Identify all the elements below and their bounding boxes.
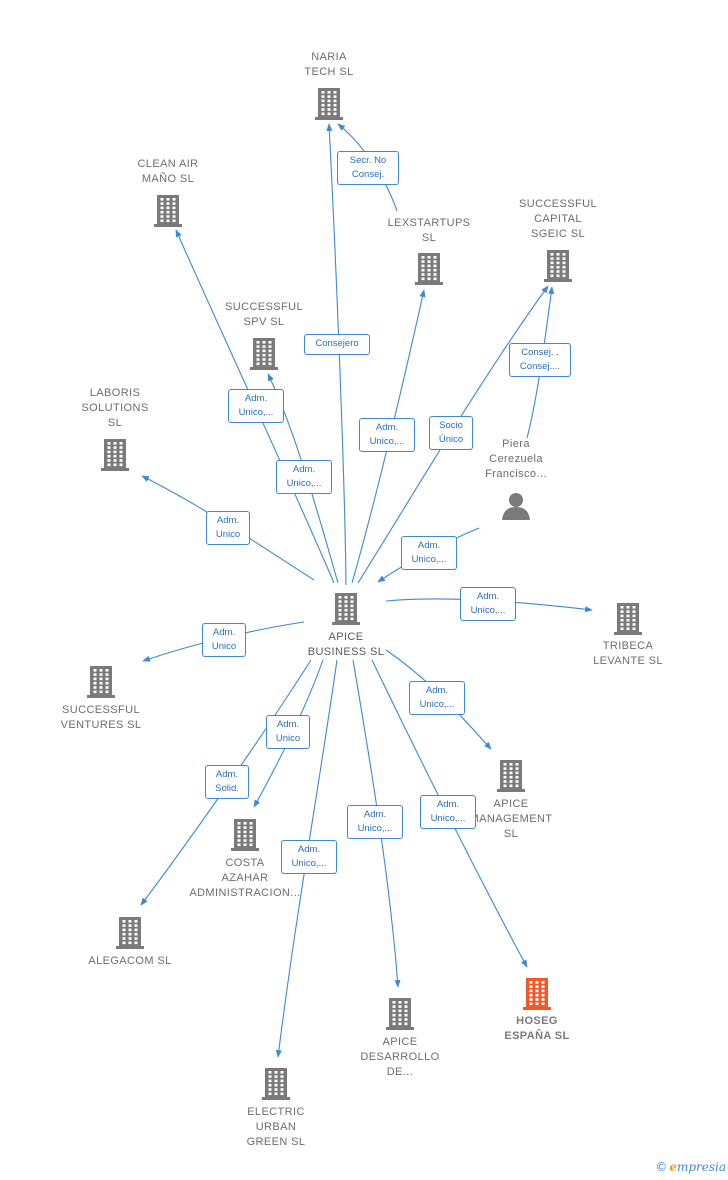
edge-label[interactable]: Consejero — [304, 334, 370, 355]
edge-label[interactable]: Adm. Unico,... — [401, 536, 457, 570]
node-label: HOSEG ESPAÑA SL — [504, 1015, 570, 1042]
building-icon — [249, 336, 279, 375]
node-label: SUCCESSFUL SPV SL — [225, 301, 303, 328]
node-label: Piera Cerezuela Francisco... — [485, 438, 547, 480]
node-label: SUCCESSFUL VENTURES SL — [60, 704, 142, 731]
edge-label[interactable]: Adm. Unico,... — [420, 795, 476, 829]
node-label: LABORIS SOLUTIONS SL — [81, 387, 149, 429]
node-label: NARIA TECH SL — [304, 51, 354, 78]
copyright-icon: © — [655, 1160, 668, 1174]
building-icon — [115, 915, 145, 954]
node-label: LEXSTARTUPS SL — [387, 217, 471, 244]
edge-label[interactable]: Secr. No Consej. — [337, 151, 399, 185]
building-icon — [613, 601, 643, 640]
building-icon — [261, 1066, 291, 1105]
node-label: APICE BUSINESS SL — [307, 631, 385, 658]
person-icon — [501, 491, 531, 526]
building-icon — [153, 193, 183, 232]
edge-label[interactable]: Adm. Unico,... — [409, 681, 465, 715]
edge-label[interactable]: Adm. Unico,... — [460, 587, 516, 621]
node-label: ALEGACOM SL — [88, 955, 172, 967]
edge-label[interactable]: Adm. Unico,... — [276, 460, 332, 494]
edge-label[interactable]: Consej. . Consej.... — [509, 343, 571, 377]
node-label: SUCCESSFUL CAPITAL SGEIC SL — [519, 198, 597, 240]
edge-label[interactable]: Adm. Unico — [206, 511, 250, 545]
edge-label[interactable]: Adm. Unico — [202, 623, 246, 657]
edges-layer — [140, 123, 593, 1058]
node-label: ELECTRIC URBAN GREEN SL — [246, 1106, 306, 1148]
node-label: CLEAN AIR MAÑO SL — [137, 158, 199, 185]
building-icon — [543, 248, 573, 287]
building-icon — [385, 996, 415, 1035]
node-label: APICE DESARROLLO DE... — [360, 1036, 440, 1078]
node-label: TRIBECA LEVANTE SL — [593, 640, 663, 667]
watermark[interactable]: ©empresia — [655, 1160, 726, 1174]
building-icon — [314, 86, 344, 125]
building-icon — [100, 437, 130, 476]
building-icon — [230, 817, 260, 856]
brand-name: mpresia — [676, 1160, 726, 1174]
edge-label[interactable]: Socio Único — [429, 416, 473, 450]
edge-apice-naria — [326, 123, 347, 586]
building-icon — [414, 251, 444, 290]
building-icon — [331, 591, 361, 630]
edge-label[interactable]: Adm. Unico,... — [228, 389, 284, 423]
brand-initial: e — [669, 1160, 677, 1174]
edge-label[interactable]: Adm. Unico — [266, 715, 310, 749]
edge-label[interactable]: Adm. Unico,... — [359, 418, 415, 452]
building-icon — [522, 976, 552, 1015]
edge-label[interactable]: Adm. Unico,... — [281, 840, 337, 874]
edge-label[interactable]: Adm. Solid. — [205, 765, 249, 799]
node-label: COSTA AZAHAR ADMINISTRACION... — [189, 857, 301, 899]
edge-label[interactable]: Adm. Unico,... — [347, 805, 403, 839]
edge-apice-lexst — [351, 289, 426, 584]
building-icon — [496, 758, 526, 797]
node-label: APICE MANAGEMENT SL — [469, 798, 553, 840]
building-icon — [86, 664, 116, 703]
